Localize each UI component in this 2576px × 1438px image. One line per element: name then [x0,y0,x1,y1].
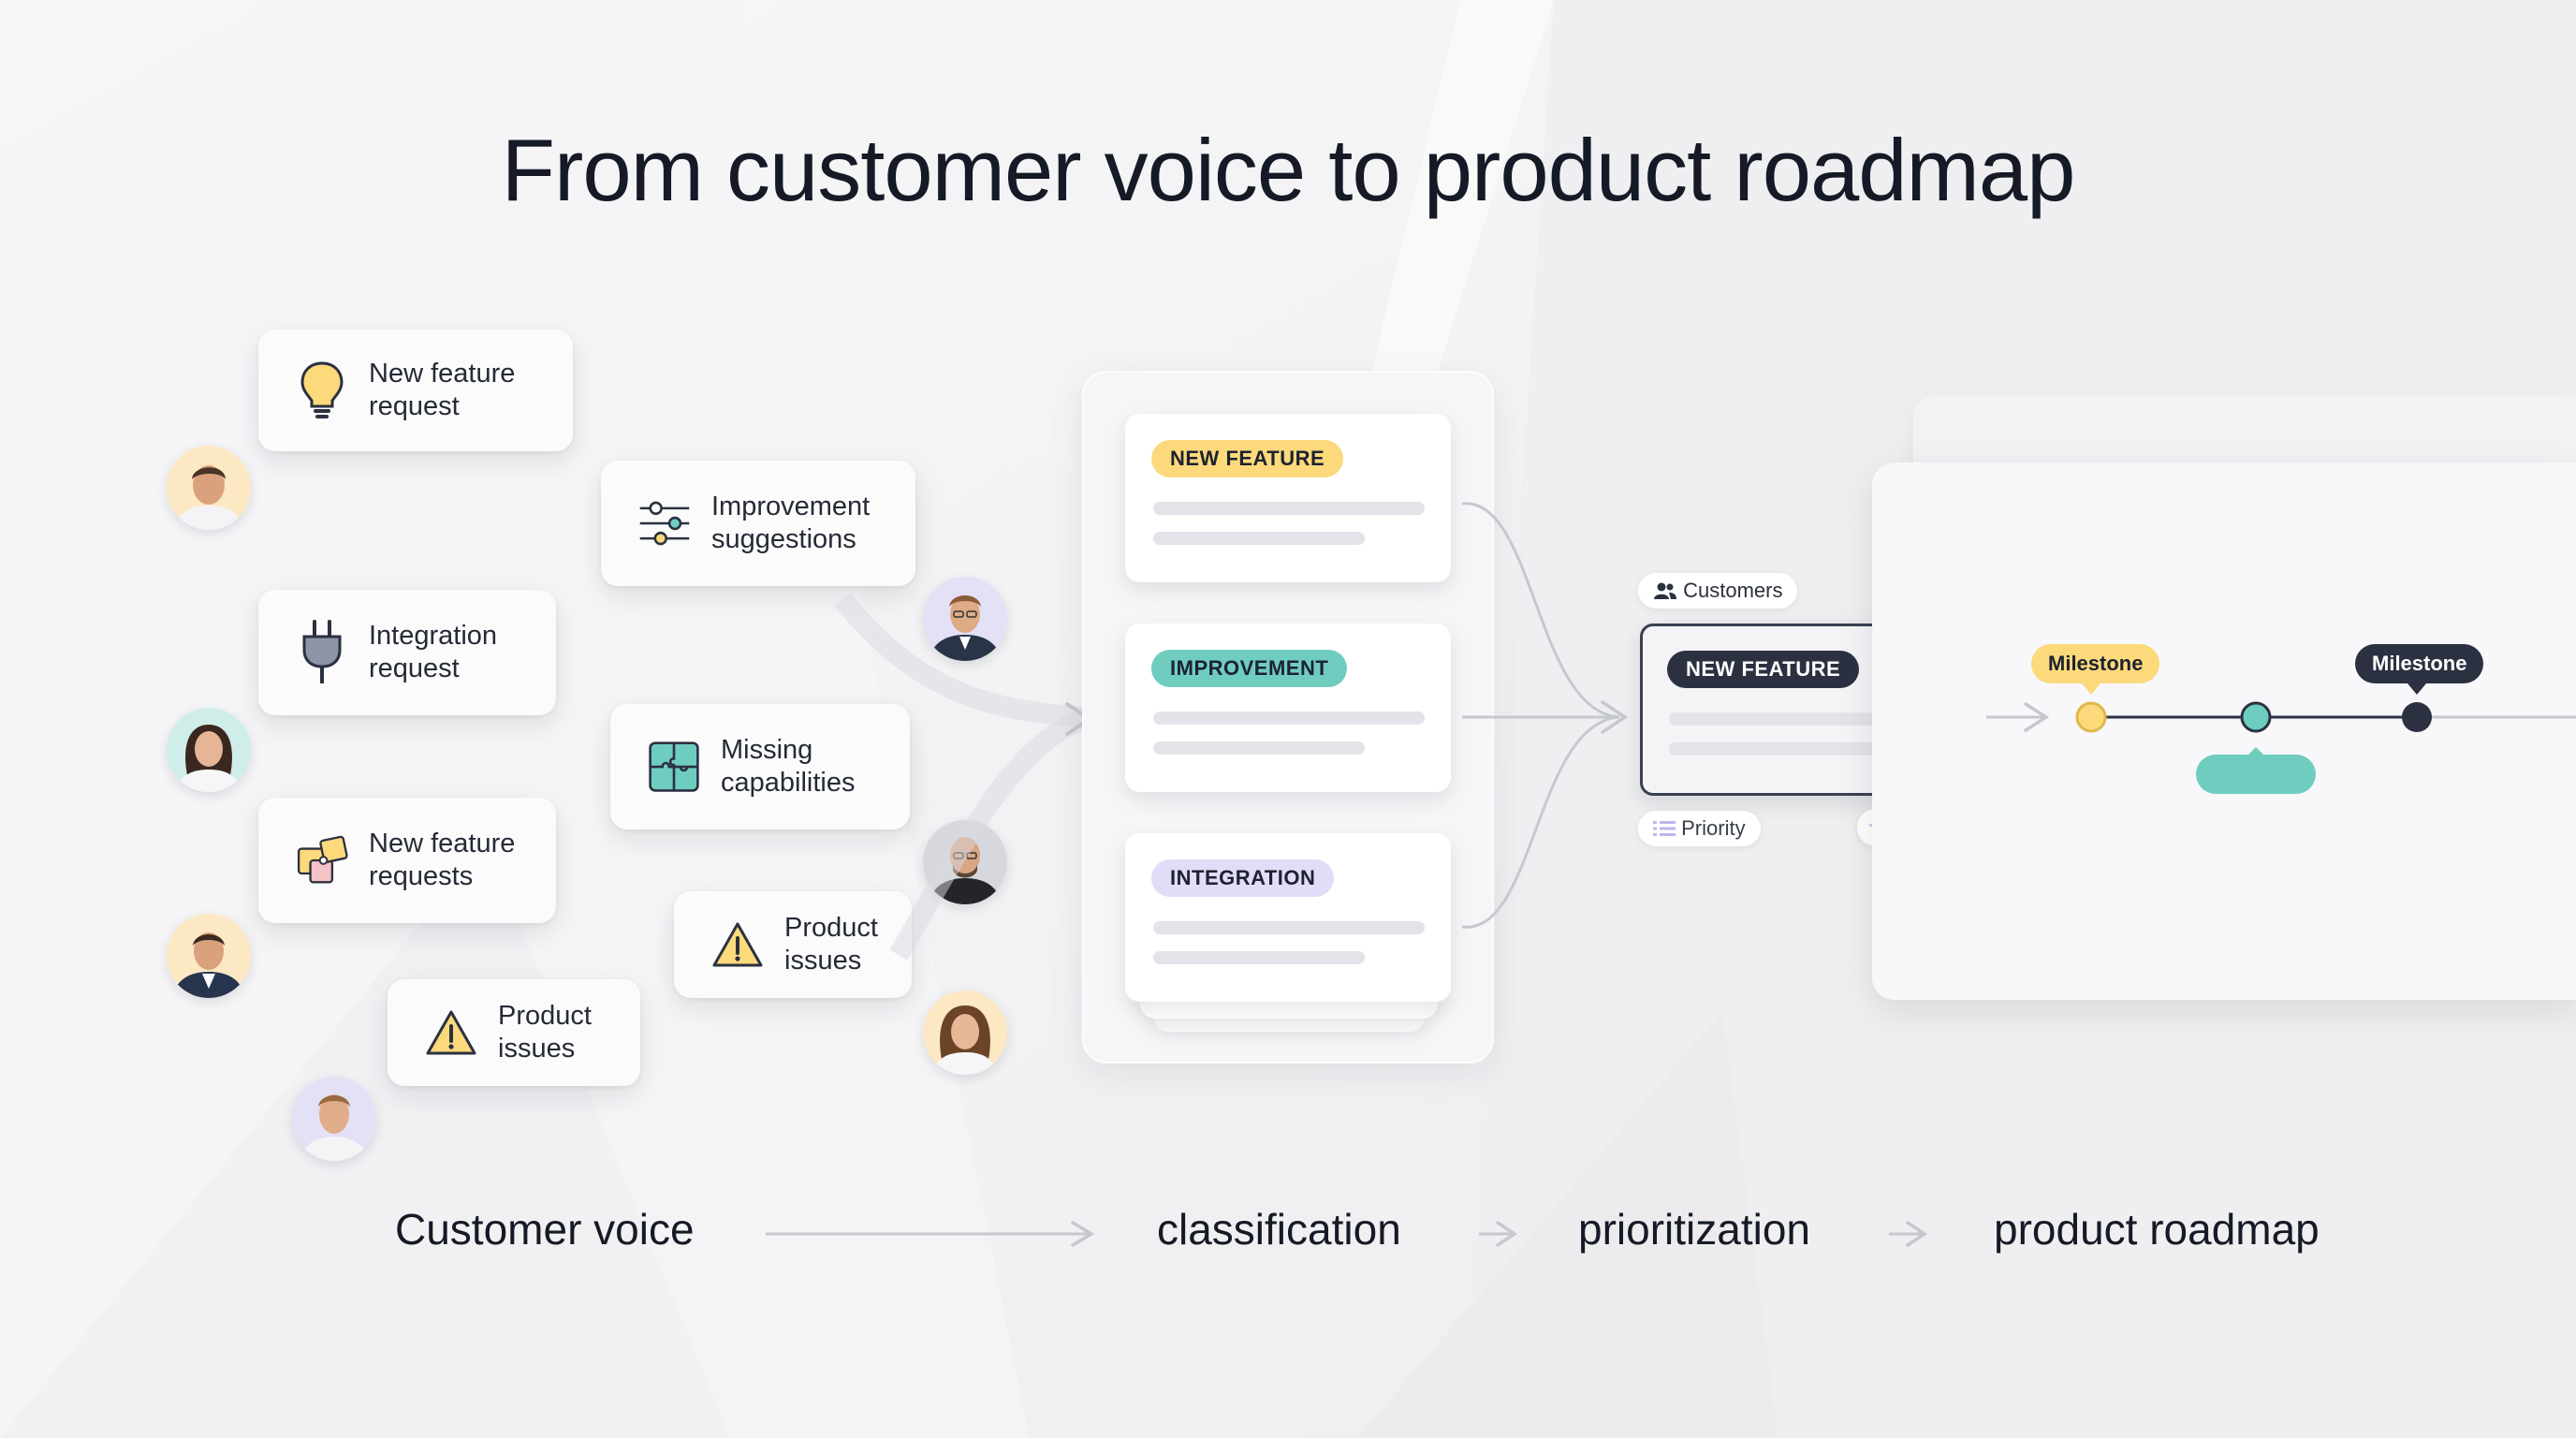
placeholder-line [1153,502,1425,515]
arrow-icon [766,1221,1095,1247]
feedback-bubble-product-issues-left: Product issues [388,979,640,1086]
avatar [167,708,251,792]
classification-card-integration: INTEGRATION [1125,833,1451,1002]
page-title: From customer voice to product roadmap [501,121,2076,219]
step-product-roadmap: product roadmap [1994,1205,2320,1254]
placeholder-line [1153,712,1425,725]
tag-new-feature-prioritized: NEW FEATURE [1667,651,1860,688]
customers-label: Customers [1683,579,1783,602]
step-prioritization: prioritization [1578,1205,1810,1254]
warning-icon [425,1006,477,1059]
placeholder-line [1153,921,1425,934]
milestone-pill-yellow: Milestone [2031,644,2160,683]
avatar [167,914,251,998]
feedback-bubble-integration-request: Integration request [258,590,556,715]
arrow-icon [1889,1221,1928,1247]
step-classification: classification [1157,1205,1401,1254]
feedback-label: New feature requests [369,829,516,891]
timeline-teal-bar [2196,755,2316,794]
priority-chip: Priority [1638,811,1761,846]
classification-card-improvement: IMPROVEMENT [1125,624,1451,792]
list-icon [1653,816,1681,840]
tag-integration: INTEGRATION [1151,859,1335,897]
plug-icon [296,620,348,683]
arrow-icon [1479,1221,1518,1247]
warning-icon [711,918,764,971]
feedback-bubble-product-issues-right: Product issues [674,891,912,998]
feedback-bubble-new-feature-requests: New feature requests [258,798,556,923]
feedback-label: Improvement suggestions [711,492,871,554]
avatar [923,990,1007,1075]
feedback-label: Product issues [498,1001,592,1064]
feedback-bubble-missing-capabilities: Missing capabilities [610,704,910,829]
users-icon [1653,579,1683,602]
classification-card-new-feature: NEW FEATURE [1125,414,1451,582]
feedback-label: Integration request [369,621,498,683]
tag-improvement: IMPROVEMENT [1151,650,1348,687]
avatar [292,1077,376,1161]
timeline-node-yellow [2075,701,2107,733]
placeholder-line [1153,532,1365,545]
customers-chip: Customers [1638,573,1798,609]
timeline-node-teal [2240,701,2272,733]
avatar [923,577,1007,661]
placeholder-line [1153,951,1365,964]
timeline-node-navy [2402,702,2432,732]
priority-label: Priority [1681,816,1746,840]
lightbulb-icon [296,361,348,418]
puzzle-icon [648,741,700,793]
feedback-bubble-new-feature-request: New feature request [258,330,573,451]
feedback-label: New feature request [369,359,516,421]
step-customer-voice: Customer voice [395,1205,695,1254]
placeholder-line [1153,741,1365,755]
feedback-label: Product issues [784,913,878,976]
feedback-label: Missing capabilities [721,735,856,798]
tag-new-feature: NEW FEATURE [1151,440,1344,477]
sliders-icon [638,497,691,550]
puzzle-pieces-icon [296,834,348,887]
avatar [167,446,251,530]
roadmap-panel [1872,462,2576,1000]
milestone-pill-navy: Milestone [2355,644,2484,683]
placeholder-line [1669,742,1881,756]
feedback-bubble-improvement-suggestions: Improvement suggestions [601,461,915,586]
